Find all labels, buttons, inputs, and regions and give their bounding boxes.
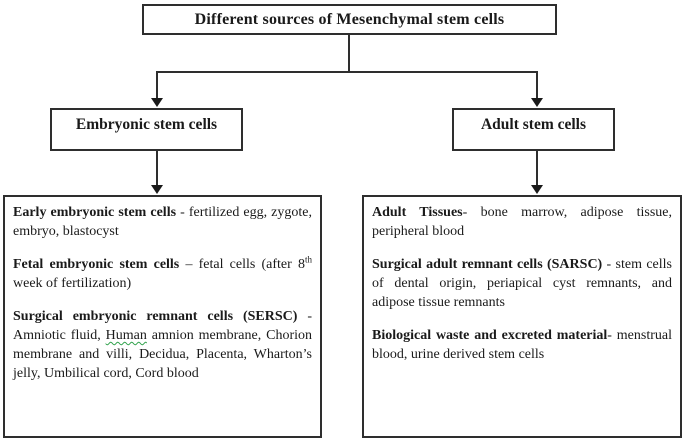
embryonic-branch-box: Embryonic stem cells <box>50 108 243 151</box>
diagram-title: Different sources of Mesenchymal stem ce… <box>194 10 505 28</box>
connector-crossbar <box>156 71 538 73</box>
title-box: Different sources of Mesenchymal stem ce… <box>142 4 557 35</box>
adult-detail-box: Adult Tissues- bone marrow, adipose tiss… <box>362 195 682 438</box>
connector-root-stem <box>348 34 350 73</box>
paragraph-body: - Amniotic fluid, <box>13 309 312 343</box>
paragraph-body: - fertilized egg, zygote, embryo, blasto… <box>13 205 312 239</box>
spellcheck-flagged-word: Human <box>105 328 147 343</box>
paragraph-body: - bone marrow, adipose tissue, periphera… <box>372 205 672 239</box>
embryonic-paragraph-surgical: Surgical embryonic remnant cells (SERSC)… <box>13 307 312 383</box>
ordinal-superscript: th <box>304 254 312 265</box>
arrowhead-down-icon <box>531 98 543 107</box>
embryonic-paragraph-early: Early embryonic stem cells - fertilized … <box>13 203 312 241</box>
paragraph-lead: Early embryonic stem cells <box>13 205 177 220</box>
arrowhead-down-icon <box>151 98 163 107</box>
paragraph-lead: Surgical embryonic remnant cells (SERSC) <box>13 309 298 324</box>
arrowhead-down-icon <box>531 185 543 194</box>
connector-left-branch-drop <box>156 71 158 99</box>
connector-right-detail-drop <box>536 150 538 186</box>
paragraph-body: week of fertilization) <box>13 276 132 291</box>
paragraph-lead: Biological waste and excreted material <box>372 328 608 343</box>
adult-paragraph-surgical: Surgical adult remnant cells (SARSC) - s… <box>372 255 672 312</box>
adult-paragraph-waste: Biological waste and excreted material- … <box>372 326 672 364</box>
paragraph-body: - stem cells of dental origin, periapica… <box>372 257 672 310</box>
connector-left-detail-drop <box>156 150 158 186</box>
adult-branch-box: Adult stem cells <box>452 108 615 151</box>
adult-branch-label: Adult stem cells <box>480 116 587 133</box>
paragraph-body: amnion membrane, Chorion membrane and vi… <box>13 328 313 381</box>
paragraph-body: – fetal cells (after 8 <box>179 257 305 272</box>
connector-right-branch-drop <box>536 71 538 99</box>
paragraph-lead: Adult Tissues <box>372 205 463 220</box>
paragraph-body: - menstrual blood, urine derived stem ce… <box>372 328 672 362</box>
paragraph-lead: Fetal embryonic stem cells <box>13 257 180 272</box>
adult-paragraph-tissues: Adult Tissues- bone marrow, adipose tiss… <box>372 203 672 241</box>
embryonic-detail-box: Early embryonic stem cells - fertilized … <box>3 195 322 438</box>
embryonic-branch-label: Embryonic stem cells <box>75 116 218 133</box>
embryonic-paragraph-fetal: Fetal embryonic stem cells – fetal cells… <box>13 255 312 293</box>
paragraph-lead: Surgical adult remnant cells (SARSC) <box>372 257 603 272</box>
arrowhead-down-icon <box>151 185 163 194</box>
